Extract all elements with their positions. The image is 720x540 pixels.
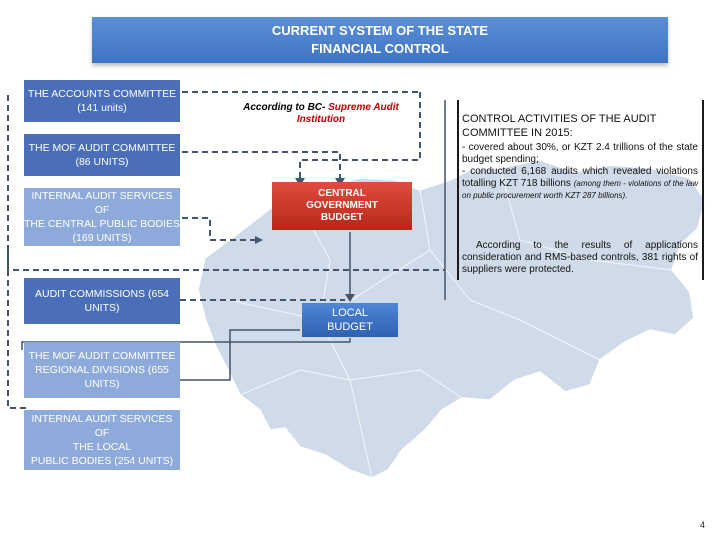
suppliers-rights-paragraph: According to the results of applications… bbox=[462, 240, 698, 276]
box-line: INTERNAL AUDIT SERVICES OF bbox=[31, 190, 173, 216]
bullet-coverage-text: - covered about 30%, or KZT 2.4 trillion… bbox=[462, 142, 698, 165]
internal-audit-local-box: INTERNAL AUDIT SERVICES OF THE LOCAL PUB… bbox=[24, 410, 180, 470]
heading-line-2: COMMITTEE IN 2015: bbox=[462, 127, 573, 139]
map-region-borders bbox=[227, 167, 673, 479]
box-line: CENTRAL bbox=[318, 188, 366, 199]
audit-commissions-box: AUDIT COMMISSIONS (654 UNITS) bbox=[24, 278, 180, 324]
title-line-2: FINANCIAL CONTROL bbox=[311, 41, 449, 56]
internal-audit-central-box: INTERNAL AUDIT SERVICES OF THE CENTRAL P… bbox=[24, 188, 180, 246]
box-line: THE LOCAL bbox=[72, 441, 132, 453]
box-line: PUBLIC BODIES (254 UNITS) bbox=[30, 455, 174, 467]
box-line: REGIONAL DIVISIONS (655 bbox=[35, 364, 169, 376]
box-line: THE CENTRAL PUBLIC BODIES bbox=[24, 218, 180, 230]
control-activities-heading: CONTROL ACTIVITIES OF THE AUDIT COMMITTE… bbox=[462, 112, 698, 140]
title-banner: CURRENT SYSTEM OF THE STATE FINANCIAL CO… bbox=[92, 17, 668, 63]
central-government-budget-box: CENTRAL GOVERNMENT BUDGET bbox=[272, 182, 412, 230]
page-number: 4 bbox=[700, 520, 706, 530]
box-line: THE ACCOUNTS COMMITTEE bbox=[27, 88, 177, 100]
mof-regional-divisions-box: THE MOF AUDIT COMMITTEE REGIONAL DIVISIO… bbox=[24, 342, 180, 398]
box-line: AUDIT COMMISSIONS (654 bbox=[35, 288, 169, 300]
box-line: THE MOF AUDIT COMMITTEE bbox=[28, 350, 176, 362]
box-line: (141 units) bbox=[77, 102, 127, 114]
box-line: THE MOF AUDIT COMMITTEE bbox=[28, 142, 176, 154]
suppliers-rights-text: According to the results of applications… bbox=[462, 240, 698, 275]
budget-code-note: According to BC- Supreme Audit Instituti… bbox=[226, 102, 416, 128]
note-line-2: Institution bbox=[296, 114, 346, 125]
box-line: UNITS) bbox=[84, 378, 120, 390]
title-line-1: CURRENT SYSTEM OF THE STATE bbox=[271, 23, 489, 38]
local-budget-box: LOCAL BUDGET bbox=[302, 303, 398, 337]
accounts-committee-box: THE ACCOUNTS COMMITTEE (141 units) bbox=[24, 80, 180, 122]
bullet-coverage: - covered about 30%, or KZT 2.4 trillion… bbox=[462, 142, 698, 166]
map-silhouette bbox=[197, 159, 706, 479]
right-panel-bracket bbox=[457, 100, 704, 280]
box-line: BUDGET bbox=[327, 321, 373, 333]
solid-connectors bbox=[21, 100, 446, 381]
note-highlight: Supreme Audit bbox=[328, 102, 399, 113]
box-line: UNITS) bbox=[84, 302, 120, 314]
heading-line-1: CONTROL ACTIVITIES OF THE AUDIT bbox=[462, 113, 657, 125]
mof-audit-committee-box: THE MOF AUDIT COMMITTEE (86 UNITS) bbox=[24, 134, 180, 176]
box-line: GOVERNMENT bbox=[306, 200, 378, 211]
box-line: (86 UNITS) bbox=[75, 156, 129, 168]
box-line: (169 UNITS) bbox=[72, 232, 132, 244]
bullet-audits-parenthetical: (among them - violations of the law on p… bbox=[462, 179, 699, 200]
dashed-connectors bbox=[7, 91, 445, 409]
box-line: BUDGET bbox=[320, 212, 364, 223]
note-prefix: According to BC- bbox=[243, 102, 329, 113]
bullet-audits: - conducted 6,168 audits which revealed … bbox=[462, 166, 698, 202]
bullet-audits-text: - conducted 6,168 audits which revealed … bbox=[462, 166, 698, 189]
box-line: INTERNAL AUDIT SERVICES OF bbox=[31, 413, 173, 439]
box-line: LOCAL bbox=[331, 307, 369, 319]
